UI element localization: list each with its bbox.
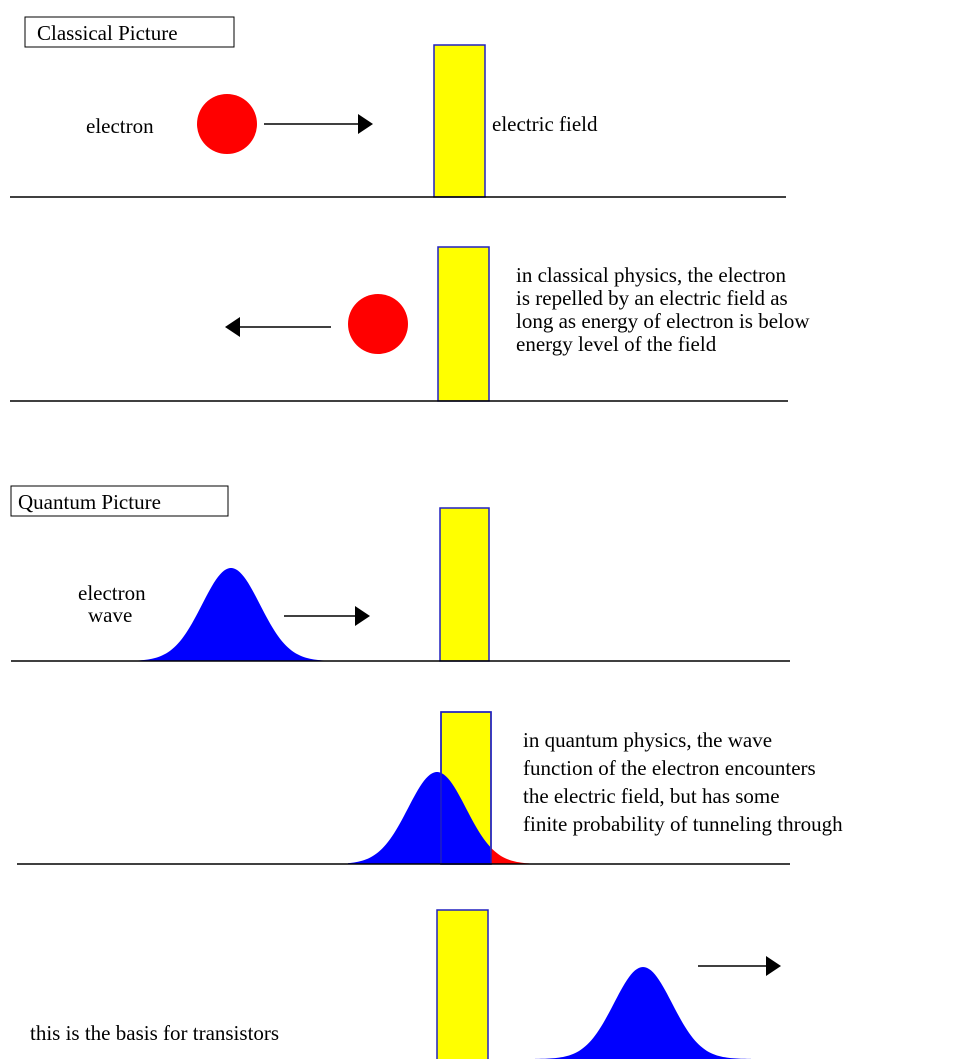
electric-field-barrier — [437, 246, 490, 402]
caption-line: is repelled by an electric field as — [516, 286, 788, 310]
caption-line: the electric field, but has some — [523, 784, 780, 808]
caption-line: long as energy of electron is below — [516, 309, 810, 333]
quantum-heading: Quantum Picture — [18, 490, 161, 514]
panel-electron-approach: electron electric field — [10, 44, 786, 198]
electric-field-barrier — [439, 507, 490, 662]
electron-particle — [348, 294, 408, 354]
electron-label: electron — [86, 114, 154, 138]
panel-electron-repelled: in classical physics, the electron is re… — [10, 246, 810, 402]
tunneled-wave-tail — [491, 847, 530, 864]
wave-packet — [348, 772, 491, 864]
panel-wave-transmitted: this is the basis for transistors — [30, 909, 781, 1059]
quantum-caption: in quantum physics, the wave function of… — [523, 728, 843, 836]
arrow-left-head — [225, 317, 240, 337]
arrow-right-head — [766, 956, 781, 976]
caption-line: in quantum physics, the wave — [523, 728, 772, 752]
electric-field-barrier — [433, 44, 486, 198]
wave-packet — [535, 967, 751, 1059]
quantum-heading-box — [10, 485, 229, 517]
electron-wave-label: electron — [78, 581, 146, 605]
quantum-section: Quantum Picture electron wave in quantum… — [10, 485, 843, 1059]
panel-wave-approach: electron wave — [11, 507, 790, 662]
transistor-caption: this is the basis for transistors — [30, 1021, 279, 1045]
arrow-right-head — [355, 606, 370, 626]
caption-line: finite probability of tunneling through — [523, 812, 843, 836]
panel-wave-tunneling: in quantum physics, the wave function of… — [17, 711, 843, 865]
electron-particle — [197, 94, 257, 154]
caption-line: in classical physics, the electron — [516, 263, 786, 287]
electric-field-barrier — [436, 909, 489, 1059]
classical-heading-box — [24, 16, 235, 48]
electric-field-label: electric field — [492, 112, 598, 136]
classical-heading: Classical Picture — [37, 21, 178, 45]
classical-section: Classical Picture electron electric fiel… — [10, 16, 810, 402]
caption-line: function of the electron encounters — [523, 756, 816, 780]
arrow-right-head — [358, 114, 373, 134]
electron-wave-label: wave — [88, 603, 132, 627]
caption-line: energy level of the field — [516, 332, 717, 356]
wave-packet — [128, 568, 334, 661]
classical-caption: in classical physics, the electron is re… — [516, 263, 810, 356]
